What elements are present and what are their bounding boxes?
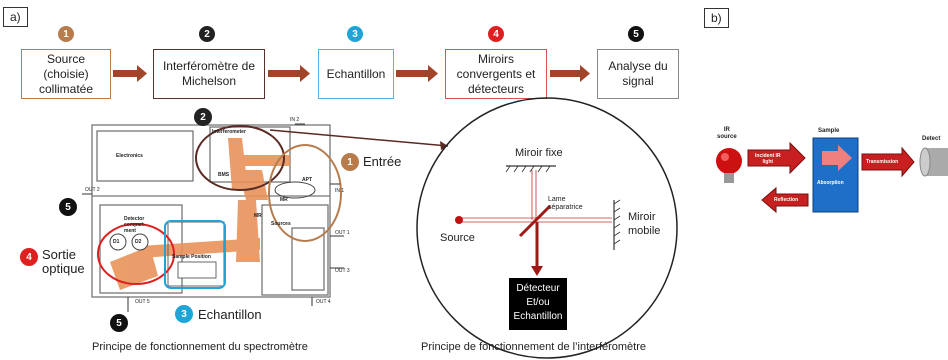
callout-3-number: 3 (175, 305, 193, 323)
flow-arrow-3 (396, 65, 438, 82)
echantillon-callout-label: Echantillon (198, 307, 262, 322)
mr-label-2: MR (254, 213, 262, 219)
interferometer-caption: Principe de fonctionnement de l’interfér… (421, 341, 647, 353)
detector-label: Detect (922, 136, 941, 142)
detector-compartment-label: Detector compart- ment (124, 216, 146, 234)
source-label: Source (440, 232, 475, 244)
reflection-label: Reflection (774, 197, 799, 203)
entree-label: Entrée (363, 154, 402, 169)
callout-5-bottom-number: 5 (110, 314, 128, 332)
ir-source-label: IR source (717, 127, 737, 140)
sample-position-label: Sample Position (172, 254, 211, 260)
d1-label: D1 (113, 239, 120, 245)
step-interferometer-box: Interféromètre de Michelson (153, 49, 265, 99)
callout-5-top-number: 5 (59, 198, 77, 216)
out4-label: OUT 4 (316, 299, 331, 305)
panel-a-label: a) (3, 7, 28, 27)
absorption-label: Absorption (817, 180, 844, 186)
out1-label: OUT 1 (335, 230, 350, 236)
out3-label: OUT 3 (335, 268, 350, 274)
step-sample-box: Echantillon (318, 49, 394, 99)
sample-label: Sample (818, 128, 840, 134)
d2-label: D2 (135, 239, 142, 245)
callout-2-number: 2 (194, 108, 212, 126)
step-1-number: 1 (58, 26, 74, 42)
step-source-box: Source (choisie) collimatée (21, 49, 111, 99)
miroir-fixe-label: Miroir fixe (515, 147, 563, 159)
flow-arrow-4 (550, 65, 590, 82)
bms-label: BMS (218, 172, 230, 178)
step-3-number: 3 (347, 26, 363, 42)
lame-separatrice-label: Lame séparatrice (548, 196, 583, 211)
step-2-number: 2 (199, 26, 215, 42)
mr-label-1: MR (280, 197, 288, 203)
transmission-label: Transmission (866, 159, 899, 165)
miroir-mobile-label: Miroir mobile (628, 211, 661, 237)
electronics-label: Electronics (116, 153, 143, 159)
interferometer-label: Interferometer (212, 129, 246, 135)
detecteur-label: Détecteur Et/ou Echantillon (513, 283, 563, 322)
out2-label: OUT 2 (85, 187, 100, 193)
step-4-number: 4 (488, 26, 504, 42)
sortie-optique-label: Sortie optique (42, 247, 85, 276)
step-mirrors-box: Miroirs convergents et détecteurs (445, 49, 547, 99)
step-5-number: 5 (628, 26, 644, 42)
apt-label: APT (302, 177, 312, 183)
flow-arrow-1 (113, 65, 147, 82)
sources-label: Sources (271, 221, 291, 227)
flow-arrow-2 (268, 65, 310, 82)
panel-b-label: b) (704, 8, 729, 28)
incident-ir-label: Incident IR light (755, 153, 781, 165)
out5-label: OUT 5 (135, 299, 150, 305)
spectrometer-caption: Principe de fonctionnement du spectromèt… (92, 341, 308, 353)
in2-label: IN 2 (290, 117, 300, 123)
step-analysis-box: Analyse du signal (597, 49, 679, 99)
callout-4-number: 4 (20, 248, 38, 266)
in1-label: IN 1 (335, 188, 345, 194)
callout-1-number: 1 (341, 153, 359, 171)
